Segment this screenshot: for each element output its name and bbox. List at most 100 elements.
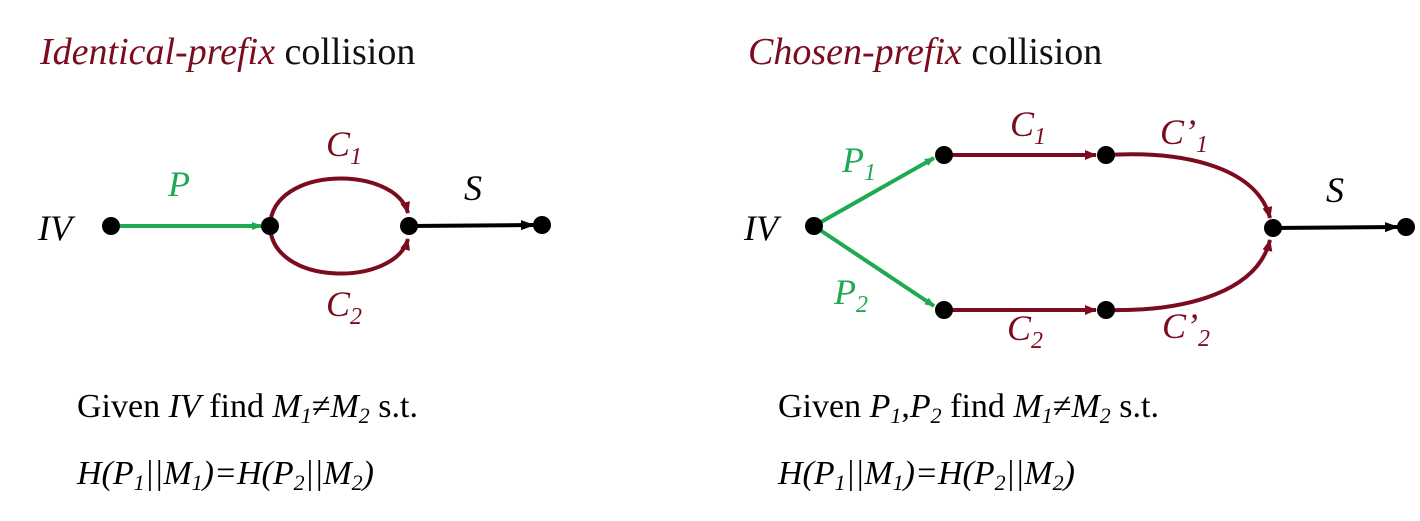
node-c2 (1097, 301, 1115, 319)
node-p2 (935, 301, 953, 319)
formula-mid1: ||M (845, 455, 893, 492)
formula-mid1: ||M (144, 455, 192, 492)
formula-s1: 1 (133, 470, 145, 495)
label-c-prime-1: C’1 (1160, 112, 1208, 158)
formula-s2: 1 (892, 470, 904, 495)
suffix-edge-s (408, 220, 535, 231)
label-c2-main: C (1007, 308, 1032, 348)
collision-edge-c-prime-2 (1105, 239, 1273, 313)
given-statement-left: Given IV find M1≠M2 s.t. (77, 388, 418, 428)
given-m1-sub: 1 (300, 403, 312, 428)
given-m1: M (1013, 388, 1042, 425)
given-comma: , (901, 388, 910, 425)
formula-s1: 1 (834, 470, 846, 495)
suffix-edge-s (1272, 222, 1399, 233)
label-s: S (464, 168, 482, 208)
given-m1: M (272, 388, 301, 425)
given-st: s.t. (369, 388, 418, 425)
chosen-prefix-graph: IV P1 P2 C1 C2 C’1 C’2 S (743, 104, 1415, 354)
node-p1 (935, 146, 953, 164)
formula-s4: 2 (351, 470, 363, 495)
node-iv (805, 217, 823, 235)
title-italic: Chosen-prefix (748, 31, 962, 73)
formula-eq: )=H(P (202, 455, 294, 492)
given-statement-right: Given P1,P2 find M1≠M2 s.t. (778, 388, 1159, 428)
label-p2: P2 (833, 272, 868, 318)
label-iv: IV (37, 208, 76, 248)
label-c2-sub: 2 (350, 304, 362, 330)
label-c1-main: C (326, 124, 351, 164)
title-italic: Identical-prefix (40, 31, 275, 73)
formula-eq: )=H(P (903, 455, 995, 492)
formula-s3: 2 (293, 470, 305, 495)
node-end (533, 216, 551, 234)
formula-mid2: ||M (304, 455, 352, 492)
prefix-edge-p2 (812, 224, 936, 308)
label-p1: P1 (841, 140, 876, 186)
label-c-prime-2: C’2 (1162, 306, 1210, 352)
label-iv: IV (743, 208, 782, 248)
prefix-edge-p1 (813, 156, 935, 228)
given-neq: ≠ (311, 388, 331, 425)
label-c1: C1 (326, 124, 362, 170)
formula-h1: H(P (77, 455, 134, 492)
label-c-prime-2-sub: 2 (1198, 326, 1210, 352)
given-p2: P (909, 388, 931, 425)
hash-equation-right: H(P1||M1)=H(P2||M2) (778, 455, 1075, 495)
label-c-prime-2-main: C’ (1162, 306, 1198, 346)
node-end (1397, 218, 1415, 236)
given-m2-sub: 2 (358, 403, 370, 428)
node-iv (102, 217, 120, 235)
title-rest: collision (274, 31, 416, 73)
given-m2-sub: 2 (1099, 403, 1111, 428)
collision-edge-c1 (268, 176, 410, 227)
node-collision (400, 217, 418, 235)
label-p: P (167, 164, 190, 204)
collision-edge-c2 (268, 225, 410, 276)
given-word: Given (77, 388, 169, 425)
node-after-prefix (261, 217, 279, 235)
hash-equation-left: H(P1||M1)=H(P2||M2) (77, 455, 374, 495)
collision-edge-c-prime-1 (1105, 152, 1273, 219)
given-p1: P (869, 388, 891, 425)
label-p2-sub: 2 (856, 292, 868, 318)
given-m1-sub: 1 (1041, 403, 1053, 428)
label-c-prime-1-sub: 1 (1196, 132, 1208, 158)
given-m2: M (330, 388, 359, 425)
identical-prefix-graph: IV P C1 C2 S (37, 124, 551, 330)
given-st: s.t. (1110, 388, 1159, 425)
label-c1-sub: 1 (350, 144, 362, 170)
label-c-prime-1-main: C’ (1160, 112, 1196, 152)
label-c1: C1 (1010, 104, 1046, 150)
label-c2-sub: 2 (1031, 328, 1043, 354)
identical-prefix-title: Identical-prefix collision (40, 30, 415, 74)
label-p1-main: P (841, 140, 864, 180)
given-neq: ≠ (1052, 388, 1072, 425)
label-c2-main: C (326, 284, 351, 324)
label-p2-main: P (833, 272, 856, 312)
given-find: find (941, 388, 1014, 425)
formula-mid2: ||M (1005, 455, 1053, 492)
formula-end: ) (1063, 455, 1075, 492)
given-p1-sub: 1 (890, 403, 902, 428)
node-collision (1264, 219, 1282, 237)
formula-s4: 2 (1052, 470, 1064, 495)
label-c2: C2 (326, 284, 362, 330)
given-p2-sub: 2 (930, 403, 942, 428)
given-word: Given (778, 388, 870, 425)
given-find: find (200, 388, 273, 425)
title-rest: collision (961, 31, 1103, 73)
formula-s2: 1 (191, 470, 203, 495)
label-c1-sub: 1 (1034, 124, 1046, 150)
node-c1 (1097, 146, 1115, 164)
label-p1-sub: 1 (864, 160, 876, 186)
label-s: S (1326, 170, 1344, 210)
formula-end: ) (362, 455, 374, 492)
given-m2: M (1071, 388, 1100, 425)
label-c1-main: C (1010, 104, 1035, 144)
chosen-prefix-title: Chosen-prefix collision (748, 30, 1102, 74)
label-c2: C2 (1007, 308, 1043, 354)
formula-s3: 2 (994, 470, 1006, 495)
given-iv: IV (168, 388, 201, 425)
